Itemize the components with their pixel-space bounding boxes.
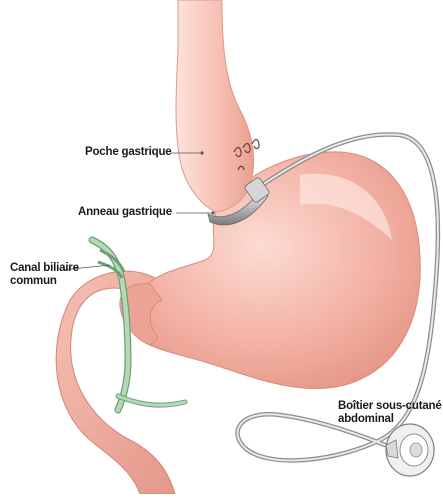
- esophagus-pouch: [176, 0, 254, 212]
- label-boitier: Boîtier sous-cutané abdominal: [338, 400, 443, 426]
- label-canal-biliaire: Canal biliaire commun: [10, 262, 79, 288]
- label-poche-gastrique: Poche gastrique: [85, 146, 171, 159]
- label-canal-line2: commun: [10, 275, 79, 288]
- label-boitier-line2: abdominal: [338, 413, 443, 426]
- subcutaneous-port: [386, 424, 434, 476]
- label-boitier-line1: Boîtier sous-cutané: [338, 400, 443, 413]
- stomach: [131, 152, 420, 389]
- label-anneau-gastrique: Anneau gastrique: [78, 206, 172, 219]
- label-canal-line1: Canal biliaire: [10, 262, 79, 275]
